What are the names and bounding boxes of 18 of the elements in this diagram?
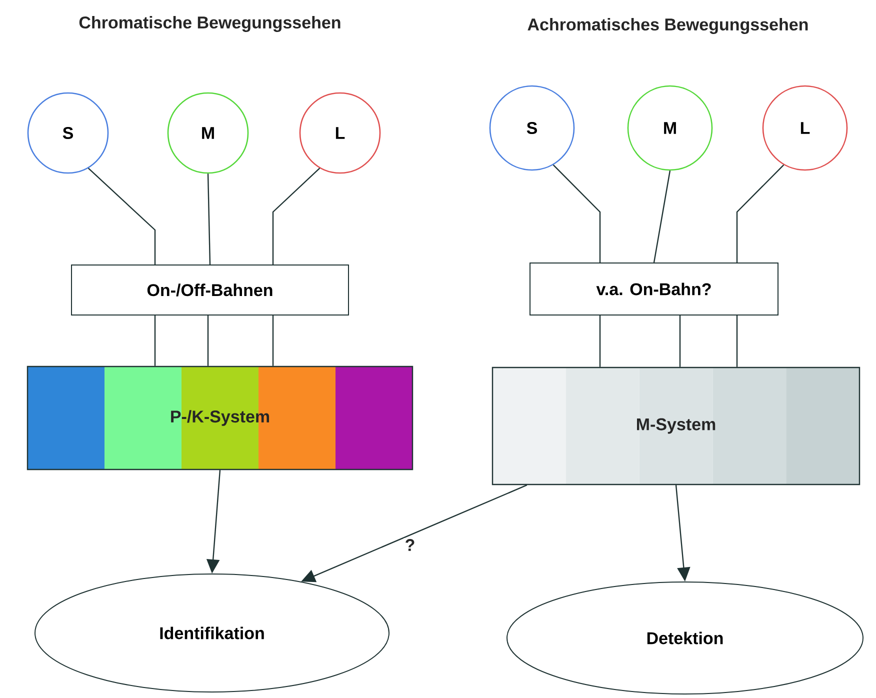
connector-line xyxy=(679,316,681,367)
connector-line xyxy=(272,316,274,366)
heading: Achromatisches Bewegungssehen xyxy=(528,18,808,34)
connector-line xyxy=(207,316,209,366)
connector-line xyxy=(653,170,671,263)
heading: Chromatische Bewegungssehen xyxy=(79,16,340,32)
connector-line xyxy=(154,316,156,366)
connector-line xyxy=(736,316,738,367)
pathway-box: On-/Off-Bahnen xyxy=(71,264,349,316)
edge-label: ? xyxy=(404,538,416,552)
connector-line xyxy=(599,316,601,367)
connector-line xyxy=(736,164,784,262)
pathway-box: v.a. On-Bahn? xyxy=(530,262,778,316)
system-box: M-System xyxy=(492,366,860,486)
connector-line xyxy=(272,168,320,264)
connector-line xyxy=(207,174,211,264)
connector-line xyxy=(552,164,601,262)
connector-line xyxy=(88,168,156,264)
